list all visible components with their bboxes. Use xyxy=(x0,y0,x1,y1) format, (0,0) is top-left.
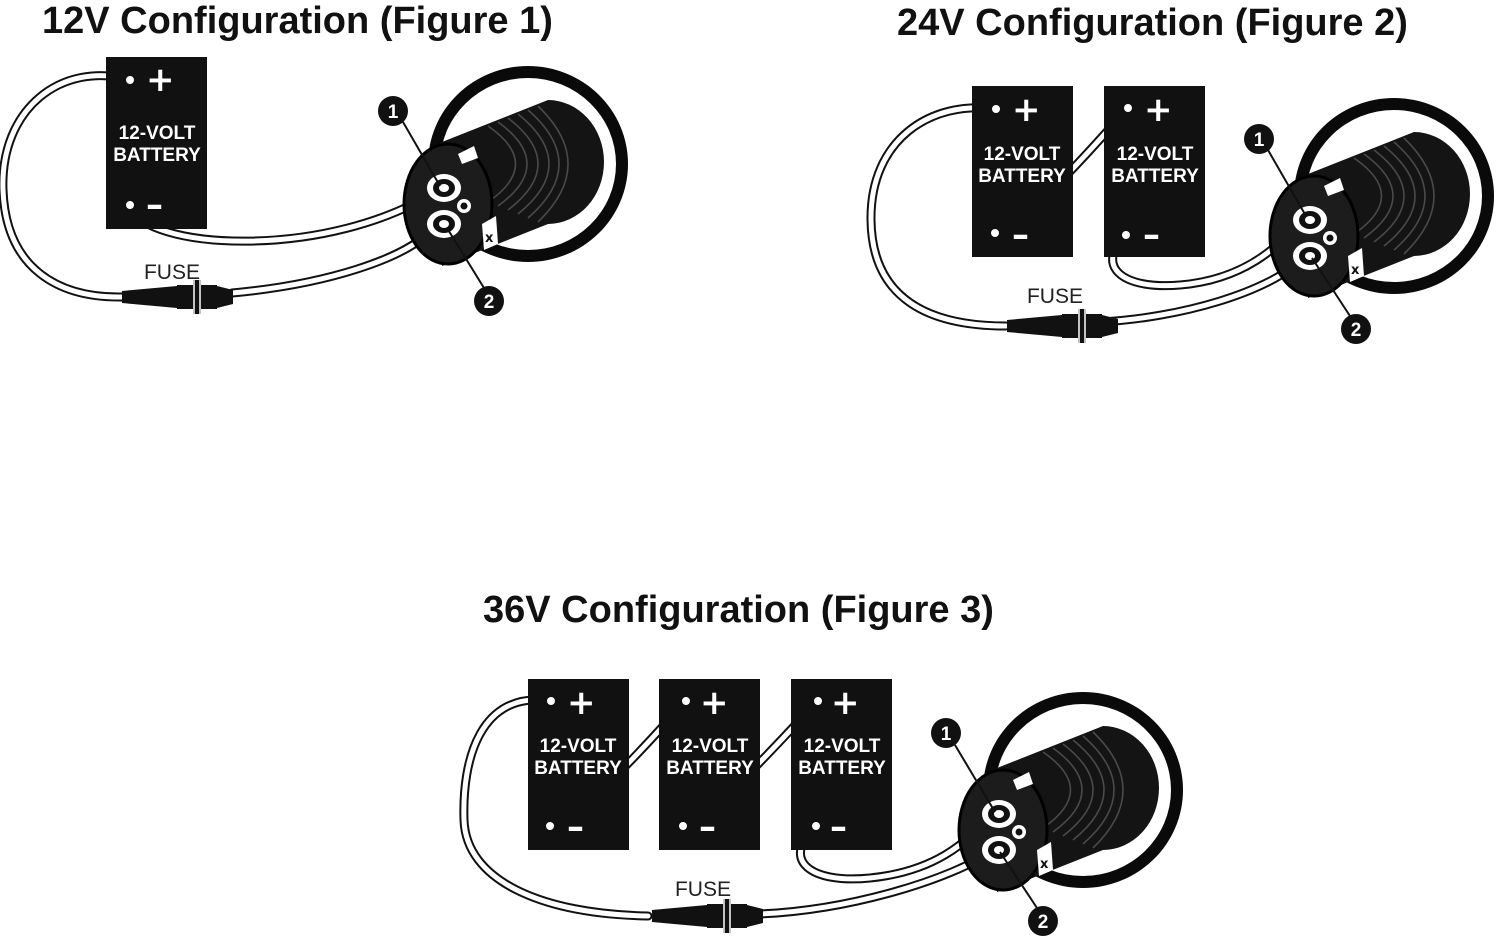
figure-3-battery-1: + – 12-VOLT BATTERY xyxy=(528,679,629,850)
figure-2-callouts: 1 2 xyxy=(1244,124,1371,344)
battery-icon xyxy=(972,86,1073,257)
callout-2: 2 xyxy=(1351,320,1362,341)
battery-plus-sign: + xyxy=(831,683,860,723)
battery-plus-sign: + xyxy=(700,683,729,723)
battery-minus-sign: – xyxy=(1143,215,1160,255)
battery-label-line1: 12-VOLT xyxy=(1117,144,1194,165)
battery-minus-sign: – xyxy=(830,807,847,847)
figure-2-wires xyxy=(866,103,1311,331)
figure-2-battery-2: + – 12-VOLT BATTERY xyxy=(1104,86,1205,257)
battery-icon xyxy=(659,679,760,850)
figure-3-socket xyxy=(957,690,1185,894)
inline-fuse-icon xyxy=(1006,308,1119,344)
battery-label-line1: 12-VOLT xyxy=(984,144,1061,165)
inline-fuse-icon xyxy=(121,279,234,315)
figure-2: 24V Configuration (Figure 2) + – 12-VOLT… xyxy=(866,2,1496,344)
battery-label-line2: BATTERY xyxy=(534,758,622,779)
fuse-label: FUSE xyxy=(675,878,731,901)
battery-label-line1: 12-VOLT xyxy=(804,736,881,757)
battery-label-line2: BATTERY xyxy=(1111,166,1199,187)
figure-1-wires xyxy=(0,71,446,302)
battery-label-line2: BATTERY xyxy=(798,758,886,779)
callout-2: 2 xyxy=(1038,912,1049,933)
battery-icon xyxy=(528,679,629,850)
figure-2-battery-1: + – 12-VOLT BATTERY xyxy=(972,86,1073,257)
figure-1-fuse: FUSE xyxy=(121,261,234,315)
power-socket-icon xyxy=(957,690,1185,894)
figure-1-battery-1: + – 12-VOLT BATTERY xyxy=(106,57,207,229)
callout-1: 1 xyxy=(388,102,399,123)
figure-3-title: 36V Configuration (Figure 3) xyxy=(483,589,994,631)
battery-minus-sign: – xyxy=(146,185,163,225)
battery-label-line2: BATTERY xyxy=(113,145,201,166)
battery-plus-sign: + xyxy=(567,683,596,723)
figure-1-title: 12V Configuration (Figure 1) xyxy=(42,0,553,42)
callout-2: 2 xyxy=(484,292,495,313)
inline-fuse-icon xyxy=(651,898,764,934)
figure-3-callouts: 1 2 xyxy=(931,718,1058,936)
battery-label-line1: 12-VOLT xyxy=(540,736,617,757)
figure-2-socket xyxy=(1268,96,1496,300)
battery-plus-sign: + xyxy=(146,60,175,100)
figure-2-fuse: FUSE xyxy=(1006,285,1119,344)
battery-label-line2: BATTERY xyxy=(666,758,754,779)
figure-1: 12V Configuration (Figure 1) + – 12-VOLT… xyxy=(0,0,630,316)
figure-1-socket xyxy=(402,64,630,268)
figure-3: 36V Configuration (Figure 3) + – 12-VOLT… xyxy=(459,589,1185,936)
power-socket-icon xyxy=(1268,96,1496,300)
battery-icon xyxy=(1104,86,1205,257)
battery-label-line1: 12-VOLT xyxy=(119,123,196,144)
figure-3-fuse: FUSE xyxy=(651,878,764,934)
callout-1: 1 xyxy=(941,724,952,745)
battery-label-line2: BATTERY xyxy=(978,166,1066,187)
battery-plus-sign: + xyxy=(1144,90,1173,130)
battery-minus-sign: – xyxy=(567,807,584,847)
battery-icon xyxy=(106,57,207,229)
figure-2-title: 24V Configuration (Figure 2) xyxy=(897,2,1408,44)
fuse-label: FUSE xyxy=(1027,285,1083,308)
callout-1: 1 xyxy=(1254,130,1265,151)
power-socket-icon xyxy=(402,64,630,268)
battery-plus-sign: + xyxy=(1012,90,1041,130)
battery-label-line1: 12-VOLT xyxy=(672,736,749,757)
battery-icon xyxy=(791,679,892,850)
battery-minus-sign: – xyxy=(699,807,716,847)
figure-3-battery-2: + – 12-VOLT BATTERY xyxy=(659,679,760,850)
figure-3-battery-3: + – 12-VOLT BATTERY xyxy=(791,679,892,850)
fuse-label: FUSE xyxy=(144,261,200,284)
figure-1-callouts: 1 2 xyxy=(378,96,504,316)
battery-minus-sign: – xyxy=(1012,215,1029,255)
